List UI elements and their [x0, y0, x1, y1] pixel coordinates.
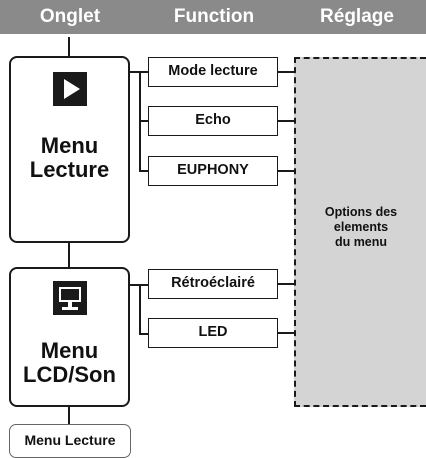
function-retroeclaire[interactable]: Rétroéclairé — [148, 269, 278, 299]
tree-h-echo — [139, 120, 148, 122]
tree-h-led — [139, 333, 148, 335]
connector-top — [68, 37, 70, 56]
options-panel: Options des elements du menu — [294, 57, 426, 407]
next-tab-menu-lecture[interactable]: Menu Lecture — [9, 424, 131, 458]
tab-menu-lcd-son[interactable]: Menu LCD/Son — [9, 267, 130, 407]
header-function: Function — [173, 6, 255, 27]
header-onglet: Onglet — [39, 6, 101, 27]
play-icon — [53, 72, 87, 106]
function-echo[interactable]: Echo — [148, 106, 278, 136]
monitor-icon — [53, 281, 87, 315]
connector-mode-lecture-options — [278, 71, 294, 73]
tab-menu-lcd-son-label: Menu LCD/Son — [23, 338, 116, 387]
tree-h-euphony — [139, 170, 148, 172]
function-euphony[interactable]: EUPHONY — [148, 156, 278, 186]
options-label: Options des elements du menu — [324, 205, 398, 249]
function-led[interactable]: LED — [148, 318, 278, 348]
connector-tab1-tab2 — [68, 243, 70, 267]
tree-v-group2 — [139, 284, 141, 333]
tab-menu-lecture-label: Menu Lecture — [29, 133, 110, 182]
column-header-bar: Onglet Function Réglage — [0, 0, 426, 37]
header-reglage: Réglage — [320, 6, 394, 27]
connector-euphony-options — [278, 170, 294, 172]
connector-tab2-next — [68, 407, 70, 424]
connector-echo-options — [278, 120, 294, 122]
connector-retroeclaire-options — [278, 283, 294, 285]
tab-menu-lecture[interactable]: Menu Lecture — [9, 56, 130, 243]
connector-led-options — [278, 332, 294, 334]
function-mode-lecture[interactable]: Mode lecture — [148, 57, 278, 87]
